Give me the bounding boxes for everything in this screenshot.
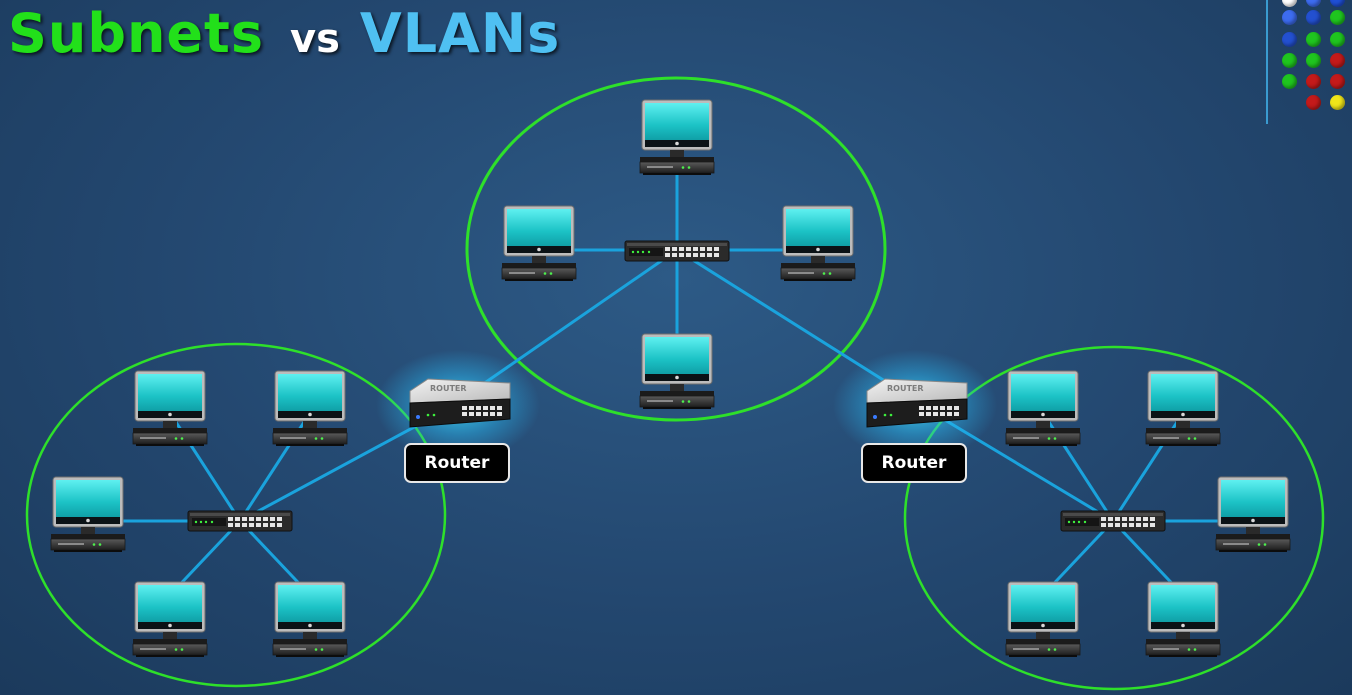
router-label-left: Router bbox=[404, 443, 510, 483]
palette-dot bbox=[1306, 95, 1321, 110]
computer-icon bbox=[272, 370, 348, 447]
palette-dot bbox=[1282, 0, 1297, 7]
palette-dot bbox=[1306, 74, 1321, 89]
palette-dot bbox=[1306, 53, 1321, 68]
palette-dot bbox=[1282, 32, 1297, 47]
computer-icon bbox=[272, 581, 348, 658]
title-subnets: Subnets bbox=[8, 2, 265, 65]
switch-icon-left bbox=[187, 510, 293, 532]
title-vlans: VLANs bbox=[359, 2, 561, 65]
palette-dot bbox=[1330, 0, 1345, 7]
computer-icon bbox=[639, 333, 715, 410]
computer-icon bbox=[1145, 581, 1221, 658]
computer-icon bbox=[132, 581, 208, 658]
router-chassis-label: ROUTER bbox=[430, 384, 467, 393]
palette-dot bbox=[1282, 53, 1297, 68]
computer-icon bbox=[639, 99, 715, 176]
palette-divider bbox=[1266, 0, 1268, 124]
switch-icon-right bbox=[1060, 510, 1166, 532]
palette-dot bbox=[1330, 53, 1345, 68]
router-chassis-label: ROUTER bbox=[887, 384, 924, 393]
subnet-ring-right bbox=[903, 345, 1325, 691]
palette-dot bbox=[1306, 10, 1321, 25]
router-icon-right: ROUTER bbox=[833, 350, 997, 460]
subnet-rings bbox=[25, 76, 1325, 691]
palette-dot bbox=[1282, 10, 1297, 25]
palette-dot bbox=[1330, 74, 1345, 89]
subnet-ring-left bbox=[25, 342, 447, 688]
computer-icon bbox=[132, 370, 208, 447]
palette-dot bbox=[1330, 95, 1345, 110]
palette-dot bbox=[1330, 10, 1345, 25]
computer-icon bbox=[1005, 581, 1081, 658]
switch-icon-top bbox=[624, 240, 730, 262]
computer-icon bbox=[501, 205, 577, 282]
palette-dot bbox=[1306, 0, 1321, 7]
computer-icon bbox=[50, 476, 126, 553]
router-label-right: Router bbox=[861, 443, 967, 483]
palette-dot bbox=[1306, 32, 1321, 47]
palette-dot bbox=[1282, 74, 1297, 89]
computer-icon bbox=[780, 205, 856, 282]
slide-title: Subnets vs VLANs bbox=[8, 2, 560, 65]
title-vs: vs bbox=[290, 16, 340, 62]
computer-icon bbox=[1215, 476, 1291, 553]
router-icon-left: ROUTER bbox=[376, 350, 540, 460]
computer-icon bbox=[1005, 370, 1081, 447]
palette-dot bbox=[1330, 32, 1345, 47]
computer-icon bbox=[1145, 370, 1221, 447]
subnet-ring-top bbox=[465, 76, 887, 422]
